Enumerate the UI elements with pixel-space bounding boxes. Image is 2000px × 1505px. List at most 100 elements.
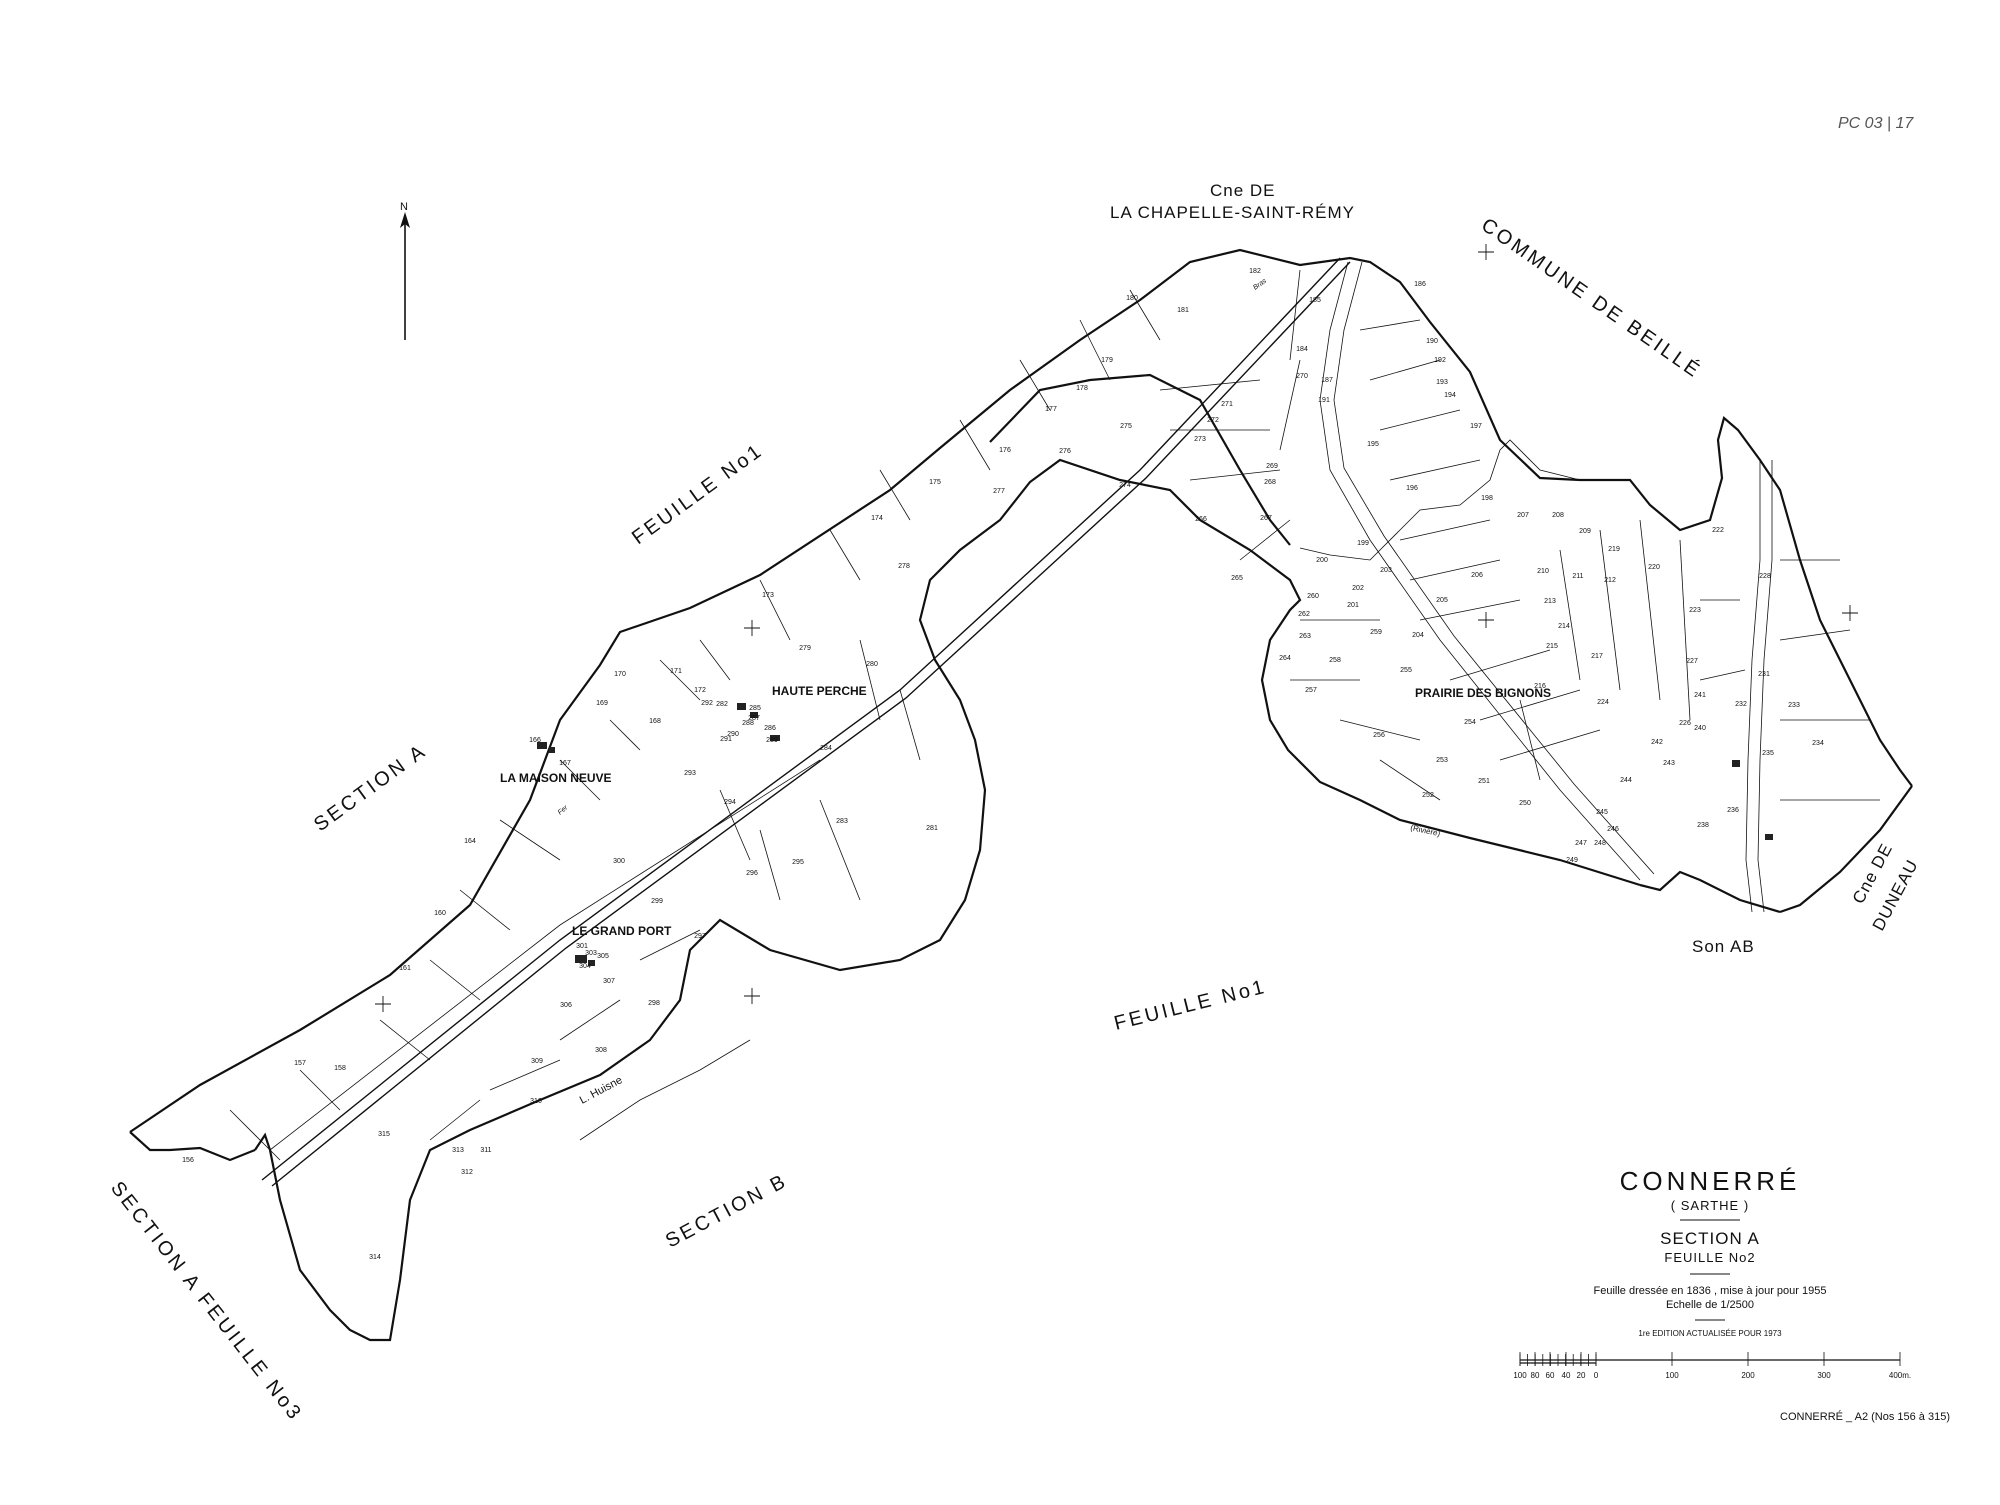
parcel-number: 259 [1370,629,1382,636]
parcel-number: 168 [649,718,661,725]
parcel-number: 231 [1758,671,1770,678]
parcel-number: 192 [1434,357,1446,364]
scale-tick-label: 200 [1741,1371,1755,1380]
parcel-number: 265 [1231,575,1243,582]
parcel-number: 287 [748,715,760,722]
parcel-number: 275 [1120,423,1132,430]
place-grand-port: LE GRAND PORT [572,924,672,938]
parcel-number: 224 [1597,699,1609,706]
parcel-number: 267 [1260,515,1272,522]
parcel-number: 203 [1380,567,1392,574]
scale-tick-label: 20 [1577,1371,1586,1380]
parcel-number: 249 [1566,857,1578,864]
parcel-number: 290 [727,731,739,738]
territory-outline [129,248,1913,1342]
parcel-number: 227 [1686,658,1698,665]
commune-de-beille: COMMUNE DE BEILLÉ [1477,213,1706,383]
parcel-number: 212 [1604,577,1616,584]
parcel-number: 210 [1537,568,1549,575]
huisne-label: L. Huisne [578,1074,625,1106]
feuille-1-top: FEUILLE No1 [628,439,767,549]
chapelle-name: LA CHAPELLE-SAINT-RÉMY [1110,203,1355,222]
parcel-number: 301 [576,943,588,950]
parcel-number: 295 [792,859,804,866]
buildings [537,703,1773,966]
scale-tick-label: 40 [1562,1371,1571,1380]
parcel-number: 241 [1694,692,1706,699]
parcel-number: 171 [670,668,682,675]
parcel-number: 262 [1298,611,1310,618]
parcel-number: 268 [1264,479,1276,486]
parcel-number: 293 [684,770,696,777]
scale-tick-label: 100 [1513,1371,1527,1380]
parcel-number: 303 [585,950,597,957]
parcel-number: 298 [648,1000,660,1007]
parcel-number: 308 [595,1047,607,1054]
parcel-number: 248 [1594,840,1606,847]
parcel-number: 206 [1471,572,1483,579]
parcel-number: 288 [742,720,754,727]
cartouche-department: ( SARTHE ) [1671,1198,1749,1213]
parcel-number: 202 [1352,585,1364,592]
parcel-number: 204 [1412,632,1424,639]
parcel-number: 186 [1414,281,1426,288]
section-a-label: SECTION A [310,740,431,836]
cartouche-section: SECTION A [1660,1229,1760,1248]
roads [269,261,1773,1151]
parcel-number: 271 [1221,401,1233,408]
parcel-number: 296 [746,870,758,877]
scale-tick-label: 80 [1531,1371,1540,1380]
parcel-number: 246 [1607,826,1619,833]
parcel-number: 197 [1470,423,1482,430]
parcel-number: 177 [1045,406,1057,413]
parcel-number: 260 [1307,593,1319,600]
parcel-number: 208 [1552,512,1564,519]
parcel-number: 222 [1712,527,1724,534]
riviere-label: (Rivière) [1410,823,1442,838]
parcel-number: 269 [1266,463,1278,470]
parcel-number: 278 [898,563,910,570]
parcel-number: 310 [530,1098,542,1105]
parcel-number: 264 [1279,655,1291,662]
parcel-number: 214 [1558,623,1570,630]
parcel-number: 199 [1357,540,1369,547]
parcel-number: 255 [1400,667,1412,674]
scale-tick-label: 60 [1546,1371,1555,1380]
parcel-number: 156 [182,1157,194,1164]
cartouche-echelle: Echelle de 1/2500 [1666,1299,1754,1311]
parcel-number: 291 [720,736,732,743]
parcel-number: 252 [1422,792,1434,799]
parcel-number: 309 [531,1058,543,1065]
parcel-number: 270 [1296,373,1308,380]
parcel-number: 240 [1694,725,1706,732]
parcel-number: 166 [529,737,541,744]
parcel-number: 179 [1101,357,1113,364]
chapelle-prefix: Cne DE [1210,181,1276,200]
parcel-number: 313 [452,1147,464,1154]
cartouche-reference: CONNERRÉ _ A2 (Nos 156 à 315) [1780,1410,1950,1423]
parcel-number: 233 [1788,702,1800,709]
cartouche-dressee: Feuille dressée en 1836 , mise à jour po… [1594,1285,1827,1297]
parcel-number: 220 [1648,564,1660,571]
north-label: N [400,201,408,213]
parcel-number: 209 [1579,528,1591,535]
parcel-number: 299 [651,898,663,905]
parcel-number: 245 [1596,809,1608,816]
parcel-number: 274 [1119,482,1131,489]
parcel-number: 283 [836,818,848,825]
place-maison-neuve: LA MAISON NEUVE [500,771,612,785]
parcel-number: 235 [1762,750,1774,757]
parcel-number: 164 [464,838,476,845]
parcel-number: 161 [399,965,411,972]
feuille-1-bottom: FEUILLE No1 [1112,976,1269,1035]
north-arrow: N [400,201,410,340]
parcel-number: 289 [766,737,778,744]
section-ab-label: Son AB [1692,937,1755,956]
cartouche-edition: 1re EDITION ACTUALISÉE POUR 1973 [1638,1329,1782,1338]
parcel-number: 170 [614,671,626,678]
neighbour-labels: Cne DE LA CHAPELLE-SAINT-RÉMY COMMUNE DE… [106,181,1922,1426]
parcel-number: 195 [1367,441,1379,448]
parcel-number: 247 [1575,840,1587,847]
parcel-number: 251 [1478,778,1490,785]
